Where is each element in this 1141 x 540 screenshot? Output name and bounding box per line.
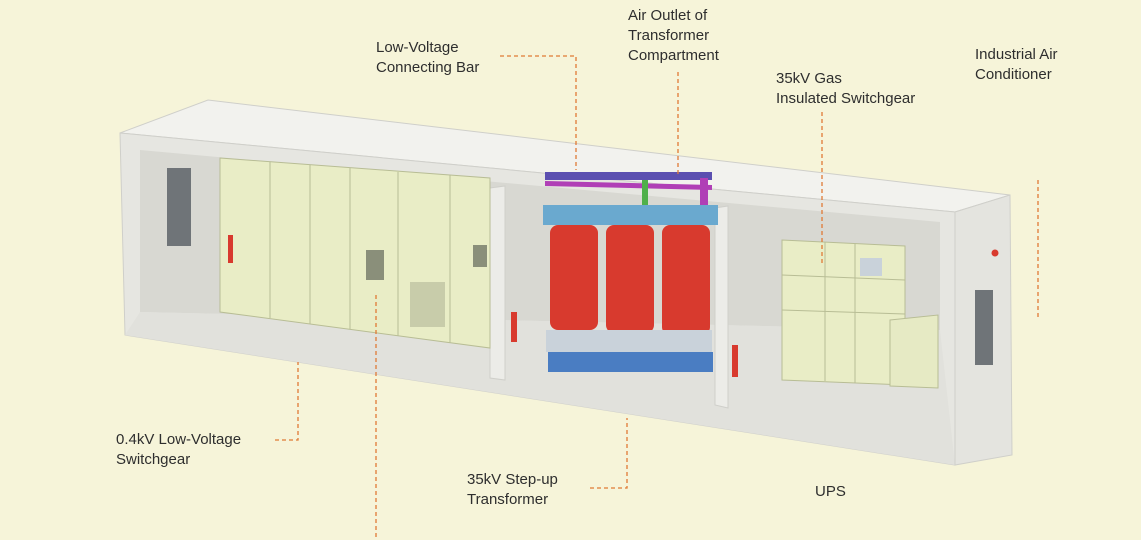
gis-illustration bbox=[781, 239, 939, 389]
label-gas-switchgear: 35kV Gas Insulated Switchgear bbox=[776, 70, 916, 107]
label-ups: UPS bbox=[815, 483, 846, 500]
transformer-illustration bbox=[511, 205, 738, 377]
label-industrial-ac: Industrial Air Conditioner bbox=[975, 46, 1058, 83]
lv-switchgear-illustration bbox=[219, 157, 491, 349]
partitions bbox=[489, 185, 729, 409]
leader-lines bbox=[275, 55, 1039, 540]
busbars-illustration bbox=[545, 172, 712, 206]
leader-transformer bbox=[590, 418, 628, 489]
label-lv-switchgear: 0.4kV Low-Voltage Switchgear bbox=[116, 431, 242, 468]
label-transformer: 35kV Step-up Transformer bbox=[467, 471, 558, 508]
label-low-voltage-bar: Low-Voltage Connecting Bar bbox=[376, 39, 480, 76]
leader-lv-switchgear bbox=[275, 362, 299, 441]
label-air-outlet: Air Outlet of Transformer Compartment bbox=[628, 7, 719, 64]
